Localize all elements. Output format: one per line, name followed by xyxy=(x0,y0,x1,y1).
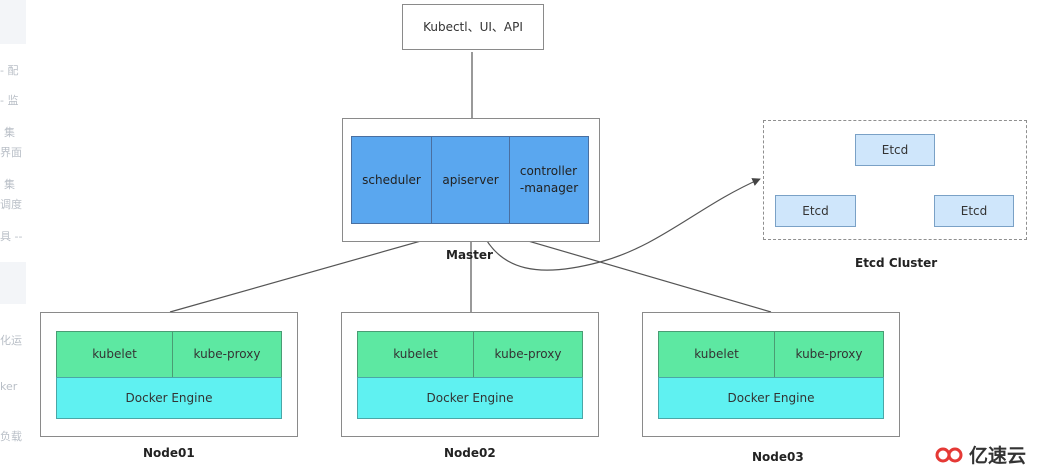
watermark-logo-text: 亿速云 xyxy=(969,444,1027,467)
node01-kubelet: kubelet xyxy=(56,331,173,378)
etcd-member-label: Etcd xyxy=(881,142,909,157)
apiserver-to-etcd-arrow xyxy=(480,178,761,271)
node01-docker-engine: Docker Engine xyxy=(56,377,282,419)
kube-proxy-label: kube-proxy xyxy=(795,347,863,361)
watermark-logo: 亿速云 xyxy=(934,440,1038,468)
master-title: Master xyxy=(446,248,493,262)
node02-docker-engine: Docker Engine xyxy=(357,377,583,419)
left-fragment: 集 xyxy=(4,126,15,139)
etcd-member-label: Etcd xyxy=(960,203,988,218)
node01-kube-proxy: kube-proxy xyxy=(172,331,282,378)
etcd-cluster-title: Etcd Cluster xyxy=(855,256,938,270)
left-fragment: ker xyxy=(0,380,18,393)
left-fragment: 负载 xyxy=(0,430,22,443)
etcd-member: Etcd xyxy=(855,134,935,166)
scheduler-label: scheduler xyxy=(362,172,421,187)
cloud-logo-icon xyxy=(935,447,963,463)
node03-docker-engine: Docker Engine xyxy=(658,377,884,419)
node02-kube-proxy: kube-proxy xyxy=(473,331,583,378)
scheduler-component: scheduler xyxy=(351,136,432,224)
kubelet-label: kubelet xyxy=(694,347,739,361)
apiserver-component: apiserver xyxy=(431,136,510,224)
left-fragment: 化运 xyxy=(0,334,22,347)
controller-manager-label: controller -manager xyxy=(519,164,579,195)
client-label: Kubectl、UI、API xyxy=(423,19,523,34)
controller-manager-component: controller -manager xyxy=(509,136,589,224)
left-fragment: - 配 xyxy=(0,64,19,77)
node03-title: Node03 xyxy=(752,450,804,464)
etcd-member-label: Etcd xyxy=(802,203,829,218)
left-fragment: 界面 xyxy=(0,146,22,159)
docker-engine-label: Docker Engine xyxy=(727,390,815,405)
node02-kubelet: kubelet xyxy=(357,331,474,378)
left-page-fragment-strip: - 配 - 监 集 界面 集 调度 具 -- 化运 ker 负载 xyxy=(0,0,30,468)
etcd-member: Etcd xyxy=(775,195,856,227)
apiserver-label: apiserver xyxy=(442,172,499,187)
kube-proxy-label: kube-proxy xyxy=(494,347,562,361)
left-fragment: 调度 xyxy=(0,198,22,211)
etcd-member: Etcd xyxy=(934,195,1014,227)
node02-title: Node02 xyxy=(444,446,496,460)
client-box: Kubectl、UI、API xyxy=(402,4,544,50)
left-fragment: - 监 xyxy=(0,94,19,107)
left-fragment: 集 xyxy=(4,178,15,191)
kubelet-label: kubelet xyxy=(393,347,438,361)
docker-engine-label: Docker Engine xyxy=(426,390,514,405)
node01-title: Node01 xyxy=(143,446,195,460)
node03-kube-proxy: kube-proxy xyxy=(774,331,884,378)
left-fragment: 具 -- xyxy=(0,230,23,243)
node03-kubelet: kubelet xyxy=(658,331,775,378)
docker-engine-label: Docker Engine xyxy=(125,390,213,405)
kubelet-label: kubelet xyxy=(92,347,137,361)
kube-proxy-label: kube-proxy xyxy=(193,347,261,361)
